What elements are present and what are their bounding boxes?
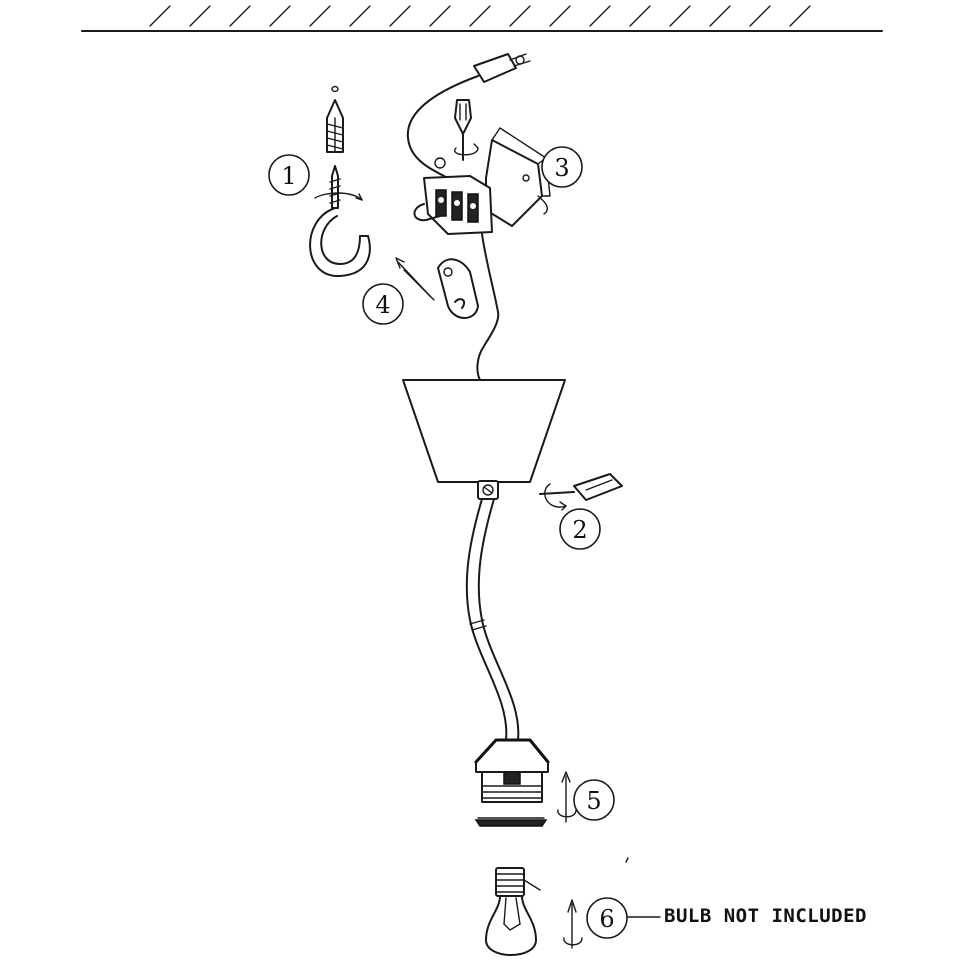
- step-number: 2: [572, 516, 587, 544]
- screwdriver-step2: [539, 473, 623, 511]
- ceiling-hook: [309, 165, 371, 278]
- step-number: 5: [586, 787, 601, 815]
- step-number: 1: [281, 162, 296, 190]
- ceiling: [81, 5, 883, 32]
- power-cord: [406, 53, 531, 179]
- rotation-arrow-step6: [563, 899, 583, 949]
- cable-upper: [476, 233, 500, 381]
- light-bulb: [485, 867, 541, 956]
- pendant-cable: [465, 498, 520, 741]
- step-badge-5: 5: [573, 779, 615, 821]
- step-number: 3: [554, 154, 569, 182]
- wall-plug-anchor: [326, 85, 344, 153]
- bulb-not-included-note: BULB NOT INCLUDED: [664, 905, 867, 927]
- step-number: 6: [599, 905, 614, 933]
- ceiling-plate: [437, 258, 479, 319]
- step-badge-4: 4: [362, 283, 404, 325]
- step-badge-6: 6: [586, 897, 628, 939]
- lamp-holder: [474, 738, 550, 827]
- canopy: [402, 379, 566, 500]
- rotation-arrow-step5: [557, 771, 577, 823]
- screwdriver-step3: [453, 99, 479, 161]
- step-number: 4: [375, 291, 390, 319]
- stray-mark: [625, 857, 629, 863]
- step-badge-2: 2: [559, 508, 601, 550]
- arrow-step4: [395, 257, 435, 301]
- terminal-block: [413, 127, 551, 235]
- step-badge-3: 3: [541, 146, 583, 188]
- step-badge-1: 1: [268, 154, 310, 196]
